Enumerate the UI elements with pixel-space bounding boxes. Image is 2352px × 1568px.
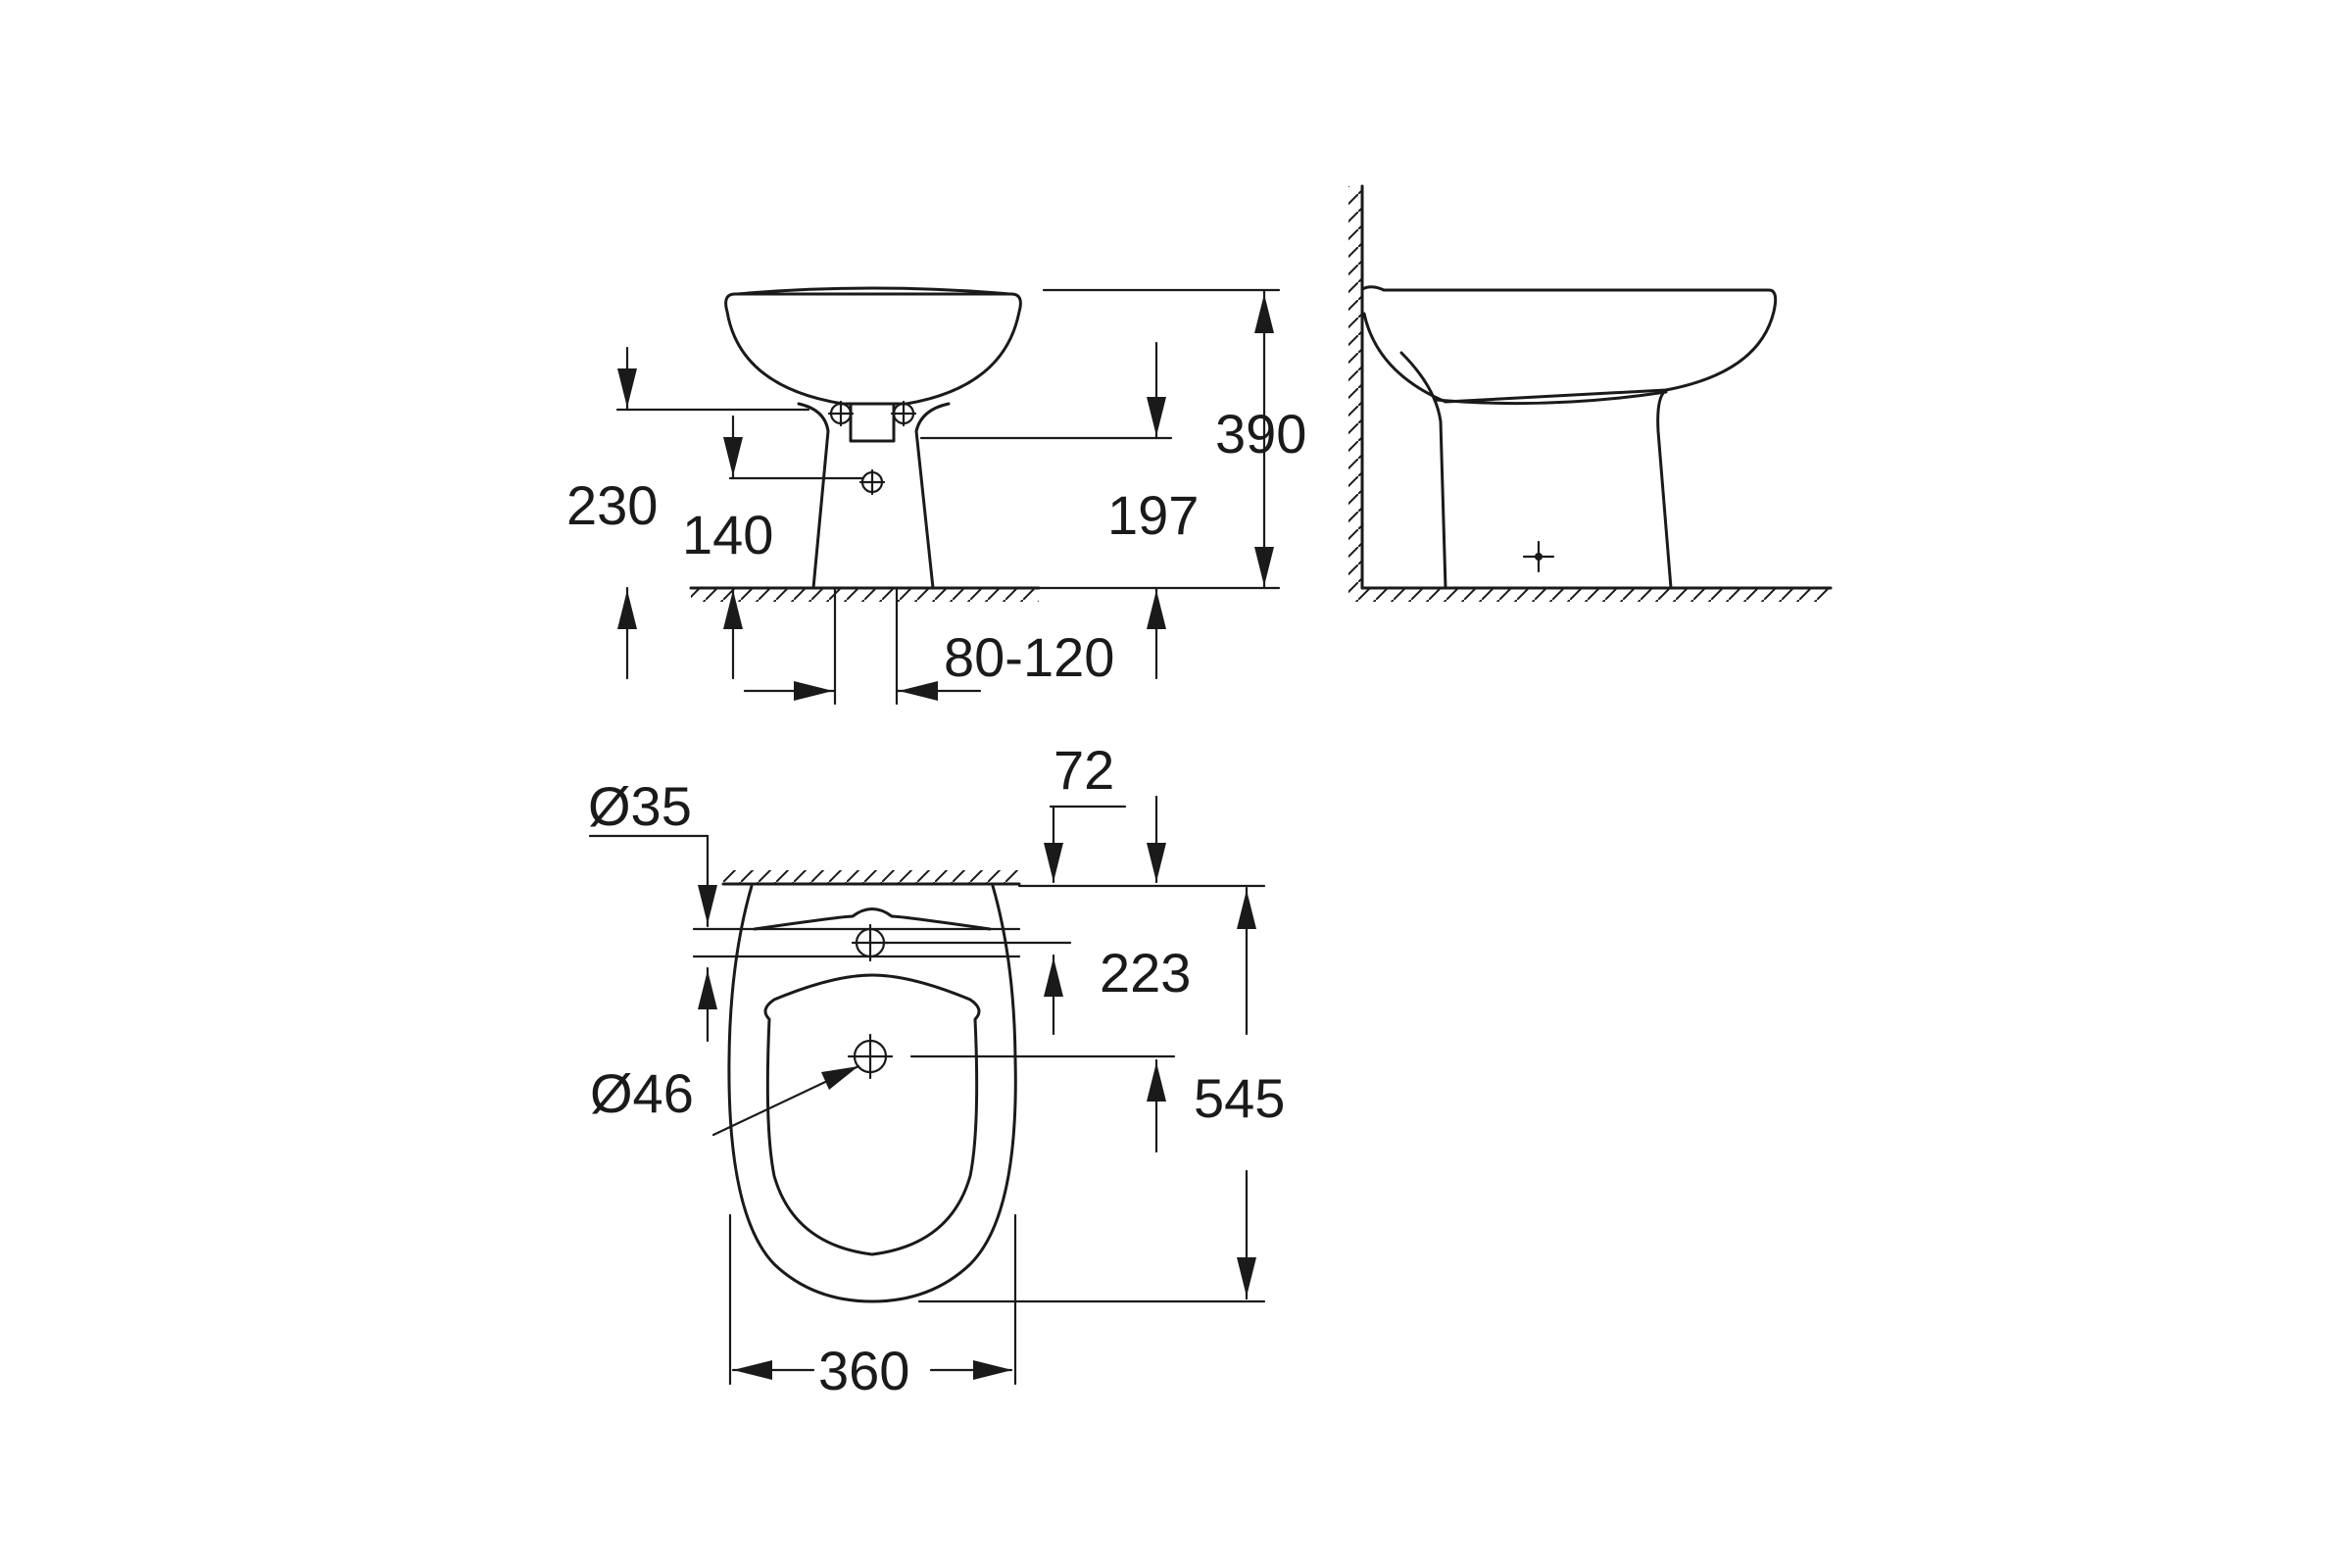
side-outlet-marker xyxy=(1522,540,1555,573)
top-inner-basin xyxy=(763,973,981,1256)
side-pedestal-front xyxy=(1399,351,1447,590)
dim-140-label: 140 xyxy=(682,504,773,565)
dim-72-label: 72 xyxy=(1054,739,1114,801)
dim-360-label: 360 xyxy=(818,1340,909,1401)
side-bidet-profile xyxy=(1360,285,1778,404)
front-bowl-rim xyxy=(735,286,1011,296)
side-pedestal-back xyxy=(1656,388,1673,590)
dim-d46-label: Ø46 xyxy=(590,1062,694,1124)
front-view: 390 197 230 140 80-120 xyxy=(566,286,1306,706)
dim-80-120-label: 80-120 xyxy=(944,626,1114,688)
side-wall-hatch xyxy=(1348,186,1362,588)
side-view xyxy=(1348,184,1833,602)
front-hole-center xyxy=(858,468,886,496)
front-bowl-outline xyxy=(724,292,1022,406)
front-pedestal xyxy=(797,402,951,590)
dim-390-label: 390 xyxy=(1215,403,1306,465)
side-bowl-inner xyxy=(1434,390,1668,406)
top-outer-outline xyxy=(727,884,1017,1303)
dim-197-label: 197 xyxy=(1107,484,1199,546)
dim-223-label: 223 xyxy=(1100,942,1191,1004)
dim-230-label: 230 xyxy=(566,474,658,536)
top-rim-line xyxy=(753,907,992,931)
dim-545-label: 545 xyxy=(1194,1067,1285,1129)
dim-d35-label: Ø35 xyxy=(588,775,692,837)
top-view: 72 Ø35 223 545 Ø46 xyxy=(588,739,1285,1401)
drain-hole xyxy=(847,1033,894,1080)
front-hole-right xyxy=(890,400,917,427)
side-floor-hatch xyxy=(1348,588,1831,602)
supply-cutout xyxy=(849,402,896,443)
front-floor-hatch xyxy=(691,588,1039,602)
top-wall-hatch xyxy=(723,870,1019,884)
front-hole-left xyxy=(827,400,855,427)
